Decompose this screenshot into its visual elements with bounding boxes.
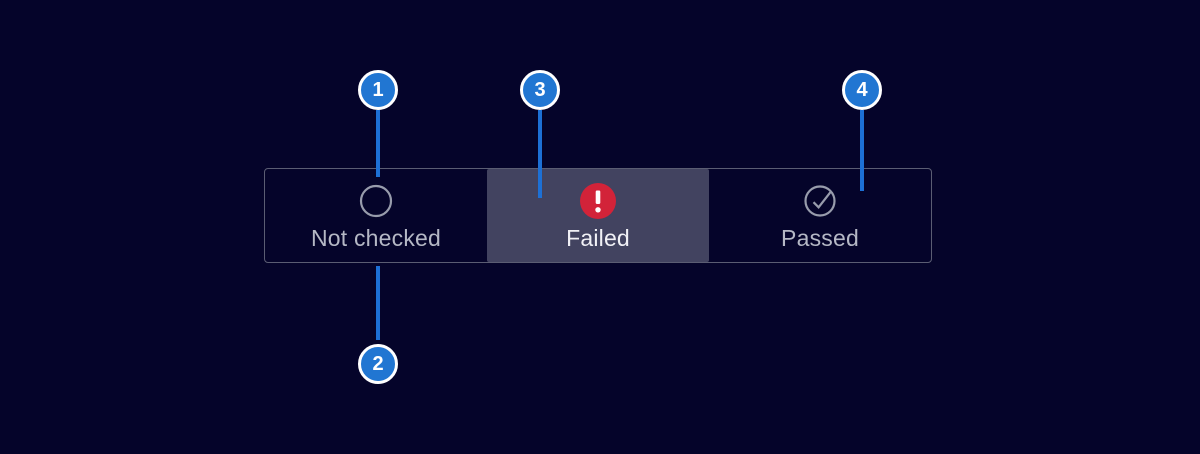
callout-badge-1: 1 xyxy=(358,70,398,110)
check-circle-icon xyxy=(802,182,838,220)
segment-label-failed: Failed xyxy=(566,224,630,251)
callout-line-4 xyxy=(860,110,864,191)
error-badge-icon xyxy=(579,182,617,220)
callout-badge-4: 4 xyxy=(842,70,882,110)
check-status-segmented-control: Not checked Failed Passed xyxy=(264,168,932,263)
segment-not-checked[interactable]: Not checked xyxy=(265,169,487,262)
segment-label-not-checked: Not checked xyxy=(310,224,442,251)
segment-label-passed: Passed xyxy=(781,224,859,251)
segment-failed[interactable]: Failed xyxy=(487,169,709,262)
callout-badge-3: 3 xyxy=(520,70,560,110)
circle-outline-icon xyxy=(359,182,393,220)
callout-line-1 xyxy=(376,110,380,177)
callout-line-3 xyxy=(538,110,542,198)
callout-badge-2: 2 xyxy=(358,344,398,384)
segment-passed[interactable]: Passed xyxy=(709,169,931,262)
callout-line-2 xyxy=(376,266,380,340)
